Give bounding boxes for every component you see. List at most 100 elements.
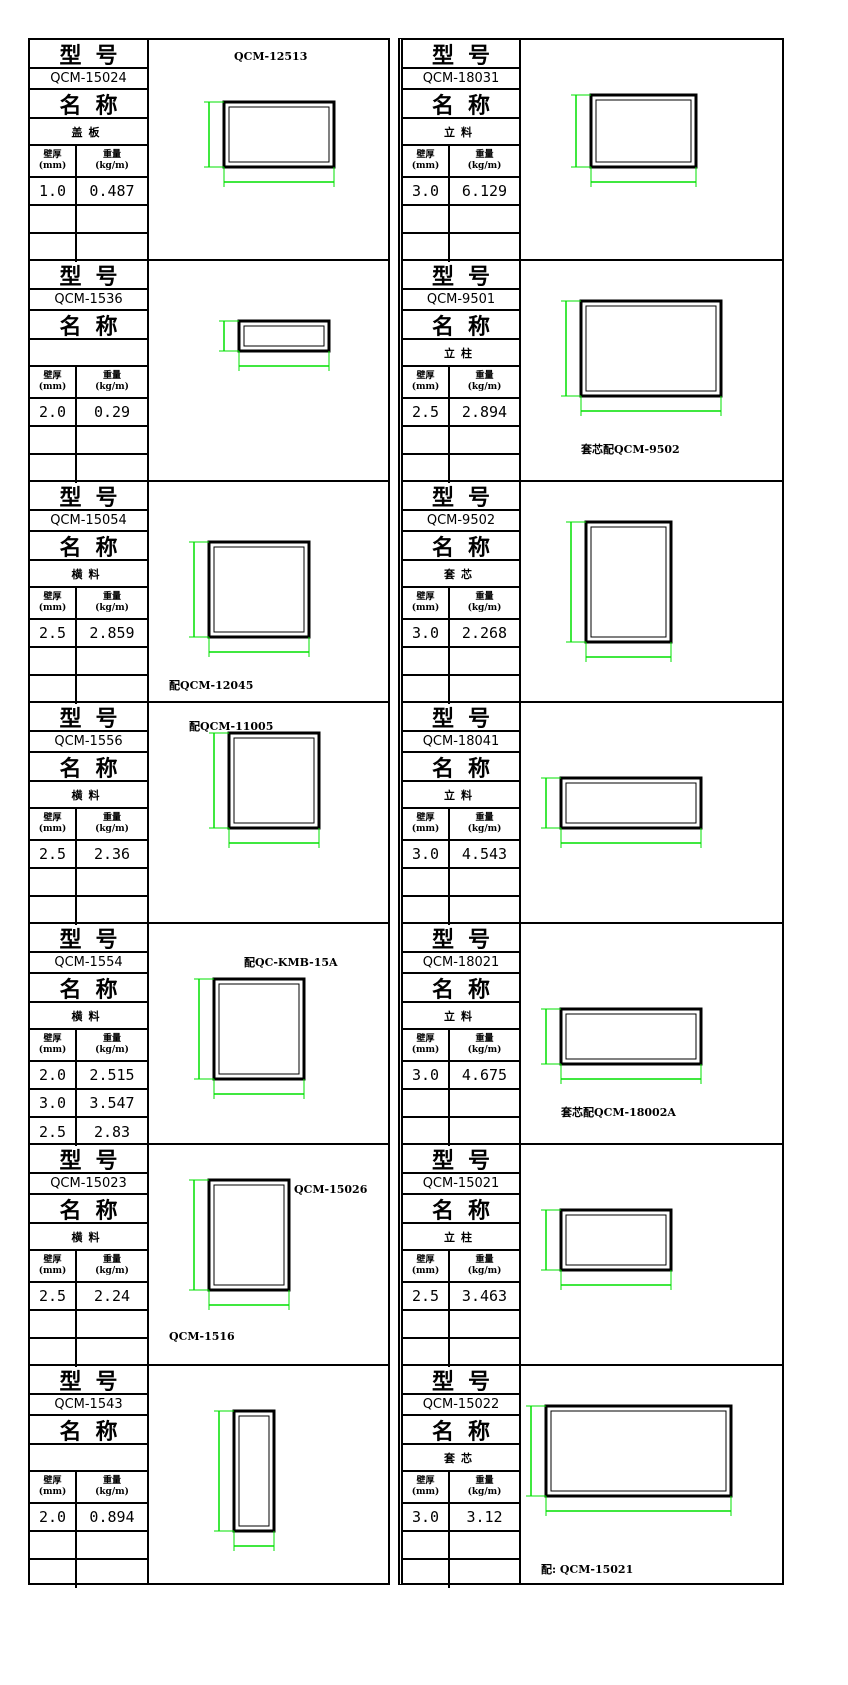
spec-header: 壁厚(mm)重量(kg/m) [30,367,147,399]
weight-header: 重量(kg/m) [77,367,147,397]
profile-outline [584,520,673,644]
profile-name: 立料 [403,782,519,809]
spec-header: 壁厚(mm)重量(kg/m) [403,1030,519,1062]
model-code: QCM-18031 [403,69,519,90]
drawing-note: 套芯配QCM-18002A [561,1106,676,1119]
profile-outline [237,319,331,353]
profile-inner [565,1013,697,1060]
thickness-value [403,648,450,674]
weight-unit: (kg/m) [95,382,129,392]
thickness-value [30,1339,77,1367]
drawing-note: 配: QCM-15021 [541,1563,634,1576]
weight-value: 3.12 [466,1508,503,1526]
thickness-header: 壁厚(mm) [30,588,77,618]
model-code: QCM-15024 [30,69,147,90]
name-heading: 名称 [403,90,519,119]
profile-inner [238,1415,270,1527]
thickness-label: 壁厚 [416,592,435,602]
thickness-value [30,427,77,453]
weight-value: 2.83 [93,1123,131,1141]
model-heading: 型号 [30,482,147,511]
drawing-note: QCM-12513 [234,50,308,63]
weight-label: 重量 [102,1255,121,1265]
spec-header: 壁厚(mm)重量(kg/m) [403,1251,519,1283]
profile-drawing: QCM-12513 [149,40,388,259]
thickness-value [30,676,77,704]
weight-label: 重量 [102,1034,121,1044]
profile-inner [228,106,330,163]
thickness-value: 2.5 [30,841,77,867]
profile-name: 横料 [30,1003,147,1030]
thickness-unit: (mm) [411,603,440,613]
thickness-value: 3.0 [403,178,450,204]
spec-header: 壁厚(mm)重量(kg/m) [30,1030,147,1062]
name-heading: 名称 [30,90,147,119]
weight-label: 重量 [102,1476,121,1486]
drawing-note: QCM-1516 [169,1330,235,1343]
weight-unit: (kg/m) [95,161,129,171]
spec-header: 壁厚(mm)重量(kg/m) [30,1472,147,1504]
name-heading: 名称 [403,311,519,340]
weight-label: 重量 [475,371,494,381]
name-heading: 名称 [403,974,519,1003]
weight-unit: (kg/m) [467,161,502,171]
thickness-value [30,455,77,483]
weight-value: 0.894 [89,1508,135,1526]
thickness-unit: (mm) [411,161,440,171]
spec-row [403,648,519,676]
profile-drawing: 配: QCM-15021 [521,1366,782,1585]
thickness-label: 壁厚 [416,1034,435,1044]
weight-header: 重量(kg/m) [77,588,147,618]
name-heading: 名称 [30,974,147,1003]
weight-header: 重量(kg/m) [450,588,519,618]
spec-row [30,234,147,262]
spec-header: 壁厚(mm)重量(kg/m) [30,1251,147,1283]
thickness-value [403,897,450,925]
profile-inner [218,983,300,1075]
thickness-header: 壁厚(mm) [30,1472,77,1502]
thickness-label: 壁厚 [43,371,62,381]
name-heading: 名称 [403,532,519,561]
spec-row [30,1532,147,1560]
model-code: QCM-15054 [30,511,147,532]
weight-label: 重量 [475,813,494,823]
name-heading: 名称 [403,1195,519,1224]
model-code: QCM-1556 [30,732,147,753]
thickness-header: 壁厚(mm) [30,1251,77,1281]
profile-inner [233,737,315,824]
thickness-unit: (mm) [38,603,67,613]
thickness-value [403,234,450,262]
profile-name: 横料 [30,561,147,588]
weight-value: 2.268 [461,624,508,642]
thickness-value [403,676,450,704]
thickness-value: 3.0 [403,1504,450,1530]
profile-outline [227,731,321,830]
weight-value [450,1311,519,1337]
thickness-value: 3.0 [403,841,450,867]
spec-row [403,455,519,483]
spec-header: 壁厚(mm)重量(kg/m) [403,1472,519,1504]
spec-row [403,1311,519,1339]
model-code: QCM-9502 [403,511,519,532]
weight-value [450,648,519,674]
spec-row [30,648,147,676]
profile-drawing [521,482,782,701]
spec-header: 壁厚(mm)重量(kg/m) [403,809,519,841]
weight-header: 重量(kg/m) [450,1030,519,1060]
weight-header: 重量(kg/m) [77,146,147,176]
weight-value: 2.894 [461,403,508,421]
spec-row [30,897,147,925]
spec-row [403,1560,519,1588]
profile-drawing: 套芯配QCM-9502 [521,261,782,480]
name-heading: 名称 [30,1416,147,1445]
